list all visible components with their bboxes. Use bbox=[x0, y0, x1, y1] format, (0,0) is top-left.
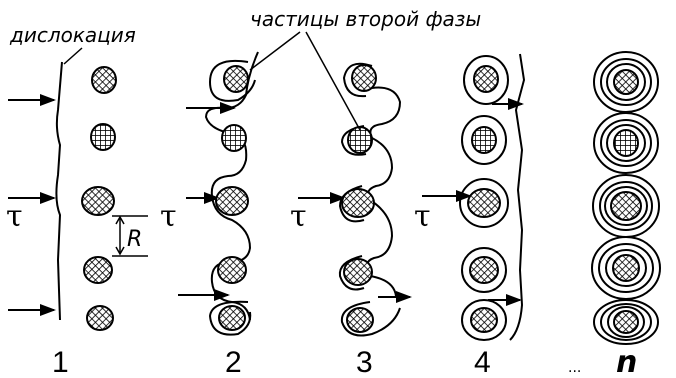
dislocation-loop bbox=[208, 60, 256, 102]
dislocation-loop bbox=[461, 299, 507, 341]
second-phase-particle bbox=[343, 258, 373, 286]
particle-with-loops bbox=[593, 51, 659, 113]
second-phase-particle bbox=[613, 310, 639, 334]
second-phase-particle bbox=[346, 307, 374, 333]
second-phase-particle bbox=[469, 256, 499, 284]
second-phase-particle bbox=[610, 191, 642, 221]
particle-with-loops bbox=[593, 112, 659, 174]
particles-label: частицы второй фазы bbox=[250, 7, 481, 31]
dislocation-loop bbox=[340, 301, 401, 337]
second-phase-particle bbox=[221, 124, 247, 152]
dislocation-loop bbox=[463, 55, 509, 105]
dislocation-label: дислокация bbox=[9, 23, 136, 47]
second-phase-particle bbox=[81, 186, 115, 216]
tau-label: τ bbox=[290, 199, 307, 234]
second-phase-particle bbox=[612, 254, 640, 282]
tau-label: τ bbox=[414, 199, 431, 234]
spacing-label: R bbox=[127, 227, 142, 252]
second-phase-particle bbox=[83, 256, 113, 284]
stage-n-group: n bbox=[591, 51, 661, 378]
dislocation-leader-line bbox=[63, 47, 83, 65]
dislocation-line-stage-1 bbox=[55, 61, 63, 321]
stage-number-n: n bbox=[616, 345, 637, 378]
stage-4-group: τ 4 bbox=[414, 53, 526, 378]
second-phase-particle bbox=[341, 188, 375, 218]
stage-number-4: 4 bbox=[474, 346, 491, 378]
particle-with-loops bbox=[592, 174, 660, 238]
tau-label: τ bbox=[6, 199, 23, 234]
second-phase-particle bbox=[347, 126, 373, 154]
dislocation-loop bbox=[342, 62, 373, 98]
ellipsis: ... bbox=[568, 360, 581, 376]
second-phase-particle bbox=[91, 66, 117, 94]
dislocation-line-stage-3 bbox=[365, 86, 402, 297]
dislocation-line-stage-4 bbox=[509, 53, 526, 341]
dislocation-loop bbox=[461, 247, 507, 293]
second-phase-particle bbox=[90, 123, 116, 151]
dislocation-loop bbox=[208, 300, 252, 336]
second-phase-particle bbox=[218, 305, 246, 331]
second-phase-particle bbox=[613, 69, 639, 95]
particles-leader-line bbox=[305, 31, 361, 131]
dislocation-loop bbox=[459, 178, 509, 228]
stage-2-group: τ 2 bbox=[160, 51, 259, 378]
second-phase-particle bbox=[351, 64, 377, 92]
spacing-dimension bbox=[112, 215, 148, 257]
stage-number-2: 2 bbox=[225, 346, 242, 378]
second-phase-particle bbox=[215, 186, 249, 216]
stage-number-3: 3 bbox=[356, 346, 373, 378]
second-phase-particle bbox=[471, 126, 497, 154]
dislocation-loop bbox=[461, 115, 507, 165]
stage-3-group: τ 3 bbox=[290, 62, 412, 378]
second-phase-particle bbox=[467, 188, 501, 218]
second-phase-particle bbox=[217, 256, 247, 284]
second-phase-particle bbox=[613, 129, 639, 157]
stage-1-group: R τ 1 bbox=[6, 61, 148, 378]
particles-leader-line bbox=[249, 31, 301, 71]
stage-number-1: 1 bbox=[52, 346, 69, 378]
second-phase-particle bbox=[86, 305, 114, 331]
second-phase-particle bbox=[470, 307, 498, 333]
second-phase-particle bbox=[223, 65, 249, 93]
second-phase-particle bbox=[473, 65, 499, 93]
particle-with-loops bbox=[591, 236, 661, 300]
particle-with-loops bbox=[593, 299, 659, 345]
tau-label: τ bbox=[160, 199, 177, 234]
